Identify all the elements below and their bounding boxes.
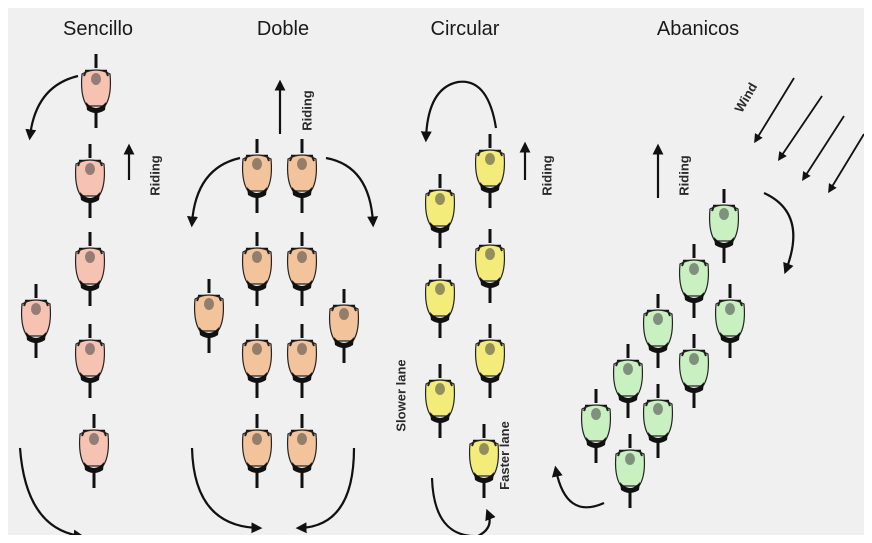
rider-circular-2 xyxy=(426,264,455,338)
arrow-sencillo-top xyxy=(30,76,78,136)
wind-arrow-3 xyxy=(830,134,864,190)
rider-doble-5 xyxy=(288,324,317,398)
rider-sencillo-4 xyxy=(80,414,109,488)
wind-arrow-2 xyxy=(804,116,844,178)
title-circular: Circular xyxy=(431,18,500,41)
wind-arrow-0 xyxy=(756,78,794,140)
arrow-abanicos-bottom xyxy=(556,470,604,507)
rider-circular-1 xyxy=(476,134,505,208)
rider-abanicos-7 xyxy=(582,389,611,463)
rider-sencillo-0 xyxy=(82,54,111,128)
title-doble: Doble xyxy=(257,18,309,41)
rider-circular-0 xyxy=(426,174,455,248)
arrow-circular-top xyxy=(426,82,496,138)
wind-arrow-1 xyxy=(780,96,822,158)
rider-abanicos-5 xyxy=(614,344,643,418)
rider-sencillo-3 xyxy=(76,324,105,398)
rider-doble-1 xyxy=(288,139,317,213)
riding-label-abanicos: Riding xyxy=(677,155,692,195)
slower-lane-label: Slower lane xyxy=(394,359,409,431)
rider-doble-9 xyxy=(330,289,359,363)
rider-abanicos-2 xyxy=(716,284,745,358)
rider-doble-3 xyxy=(288,232,317,306)
rider-circular-6 xyxy=(470,424,499,498)
formation-diagram xyxy=(8,8,864,535)
title-sencillo: Sencillo xyxy=(63,18,133,41)
diagram-canvas: Sencillo Doble Circular Abanicos Riding … xyxy=(8,8,864,535)
rider-doble-4 xyxy=(243,324,272,398)
rider-abanicos-3 xyxy=(644,294,673,368)
rider-circular-5 xyxy=(476,324,505,398)
rider-abanicos-0 xyxy=(710,189,739,263)
rider-doble-8 xyxy=(195,279,224,353)
rider-sencillo-2 xyxy=(76,232,105,306)
riding-label-circular: Riding xyxy=(540,155,555,195)
title-abanicos: Abanicos xyxy=(657,18,739,41)
rider-sencillo-5 xyxy=(22,284,51,358)
arrow-abanicos-top xyxy=(764,193,793,270)
arrow-doble-left-top xyxy=(192,158,240,223)
rider-abanicos-1 xyxy=(680,244,709,318)
rider-circular-4 xyxy=(426,364,455,438)
arrow-circular-bottom xyxy=(432,478,490,535)
rider-abanicos-4 xyxy=(680,334,709,408)
rider-doble-2 xyxy=(243,232,272,306)
riding-label-doble: Riding xyxy=(300,90,315,130)
rider-doble-6 xyxy=(243,414,272,488)
rider-sencillo-1 xyxy=(76,144,105,218)
arrow-doble-right-top xyxy=(326,158,373,223)
rider-doble-7 xyxy=(288,414,317,488)
rider-abanicos-6 xyxy=(644,384,673,458)
faster-lane-label: Faster lane xyxy=(497,421,512,490)
rider-doble-0 xyxy=(243,139,272,213)
rider-circular-3 xyxy=(476,229,505,303)
rider-abanicos-8 xyxy=(616,434,645,508)
riding-label-sencillo: Riding xyxy=(148,155,163,195)
arrow-sencillo-bottom xyxy=(20,448,80,535)
